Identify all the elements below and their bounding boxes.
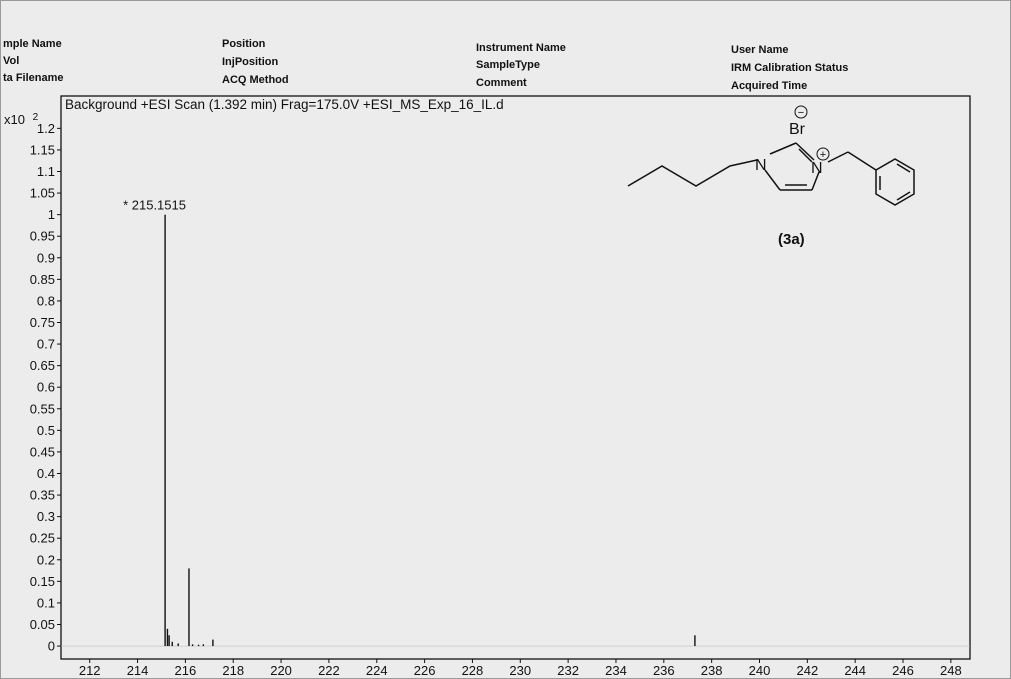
header-sample-type: SampleType bbox=[476, 59, 540, 71]
y-tick-label: 0.9 bbox=[37, 250, 55, 265]
spectrum-peaks bbox=[61, 214, 970, 647]
y-tick-label: 0.85 bbox=[30, 272, 55, 287]
y-tick-label: 0.75 bbox=[30, 315, 55, 330]
y-tick-label: 1 bbox=[48, 207, 55, 222]
plot-frame bbox=[60, 95, 971, 660]
y-tick-label: 0.55 bbox=[30, 401, 55, 416]
y-tick-label: 1.2 bbox=[37, 121, 55, 136]
x-tick-label: 218 bbox=[222, 663, 244, 678]
header-user-name: User Name bbox=[731, 44, 789, 56]
y-tick-label: 0.35 bbox=[30, 488, 55, 503]
chart-title: Background +ESI Scan (1.392 min) Frag=17… bbox=[65, 97, 504, 112]
y-tick-label: 0.8 bbox=[37, 293, 55, 308]
x-tick-label: 216 bbox=[175, 663, 197, 678]
x-tick-label: 228 bbox=[462, 663, 484, 678]
ring-double-bond-c2-n3 bbox=[798, 148, 813, 163]
y-axis: 0 0.05 0.1 0.15 0.2 0.25 0.3 0.35 0.4 0.45 0.5 0.55… bbox=[30, 121, 61, 654]
y-multiplier-exponent: 2 bbox=[33, 112, 39, 123]
x-tick-label: 212 bbox=[79, 663, 101, 678]
header-sample-name: mple Name bbox=[3, 38, 62, 50]
header-inj-position: InjPosition bbox=[222, 56, 279, 68]
y-tick-label: 0.95 bbox=[30, 229, 55, 244]
y-tick-label: 0.65 bbox=[30, 358, 55, 373]
x-tick-label: 238 bbox=[701, 663, 723, 678]
header-instrument-name: Instrument Name bbox=[476, 42, 566, 54]
atom-n1: N bbox=[755, 157, 767, 174]
x-tick-label: 224 bbox=[366, 663, 388, 678]
phenyl-double-bond-1 bbox=[896, 163, 911, 173]
y-tick-label: 0.3 bbox=[37, 509, 55, 524]
header-acquired-time: Acquired Time bbox=[731, 80, 808, 92]
bromide-charge-sign: − bbox=[798, 107, 804, 119]
x-tick-label: 214 bbox=[127, 663, 149, 678]
header-inj-vol: Vol bbox=[3, 55, 20, 67]
header-data-filename: ta Filename bbox=[3, 72, 64, 84]
y-tick-label: 1.15 bbox=[30, 142, 55, 157]
ring-bond-c5-n1 bbox=[764, 169, 781, 191]
benzyl-bond-n3 bbox=[827, 151, 849, 163]
benzyl-ch2-bond bbox=[847, 151, 877, 171]
atom-n3: N bbox=[811, 160, 823, 177]
x-tick-label: 244 bbox=[844, 663, 866, 678]
x-tick-label: 226 bbox=[414, 663, 436, 678]
phenyl-double-bond-2 bbox=[896, 191, 911, 201]
x-axis: 212 214 216 218 220 222 224 226 228 230 232 234 236 2… bbox=[79, 659, 962, 678]
x-tick-label: 236 bbox=[653, 663, 675, 678]
y-tick-label: 1.05 bbox=[30, 186, 55, 201]
ring-bond-n1-c2 bbox=[769, 142, 797, 155]
x-tick-label: 230 bbox=[509, 663, 531, 678]
header-position: Position bbox=[222, 38, 266, 50]
y-tick-label: 0.25 bbox=[30, 531, 55, 546]
x-tick-label: 242 bbox=[796, 663, 818, 678]
x-tick-label: 240 bbox=[749, 663, 771, 678]
x-tick-label: 248 bbox=[940, 663, 962, 678]
ring-bond-c2-n3 bbox=[795, 142, 815, 161]
butyl-chain bbox=[627, 159, 758, 187]
y-tick-label: 0.45 bbox=[30, 444, 55, 459]
y-tick-label: 0.2 bbox=[37, 552, 55, 567]
header-acq-method: ACQ Method bbox=[222, 74, 289, 86]
x-tick-label: 220 bbox=[270, 663, 292, 678]
peak-annotations: * 215.1515 bbox=[123, 198, 186, 213]
y-multiplier-base: x10 bbox=[4, 112, 25, 127]
y-tick-label: 0.1 bbox=[37, 595, 55, 610]
chemical-structure bbox=[627, 105, 915, 206]
x-tick-label: 222 bbox=[318, 663, 340, 678]
x-tick-label: 232 bbox=[557, 663, 579, 678]
phenyl-ring bbox=[875, 158, 915, 206]
atom-br: Br bbox=[789, 121, 806, 138]
imidazolium-charge-sign: + bbox=[820, 149, 826, 161]
peak-label: * 215.1515 bbox=[123, 198, 186, 213]
y-tick-label: 0.7 bbox=[37, 337, 55, 352]
y-tick-label: 0.4 bbox=[37, 466, 55, 481]
bromide-charge-circle bbox=[794, 105, 808, 119]
y-multiplier: x10 2 bbox=[4, 112, 39, 127]
y-tick-label: 0.05 bbox=[30, 617, 55, 632]
ring-bond-n3-c4 bbox=[811, 171, 820, 191]
y-tick-label: 0.15 bbox=[30, 574, 55, 589]
compound-label: (3a) bbox=[778, 231, 805, 248]
y-tick-label: 0.5 bbox=[37, 423, 55, 438]
header-irm-calibration-status: IRM Calibration Status bbox=[731, 62, 849, 74]
imidazolium-charge-circle bbox=[816, 147, 830, 161]
y-tick-label: 0 bbox=[48, 639, 55, 654]
y-tick-label: 0.6 bbox=[37, 380, 55, 395]
y-tick-label: 1.1 bbox=[37, 164, 55, 179]
x-tick-label: 246 bbox=[892, 663, 914, 678]
x-tick-label: 234 bbox=[605, 663, 627, 678]
header-comment: Comment bbox=[476, 77, 527, 89]
